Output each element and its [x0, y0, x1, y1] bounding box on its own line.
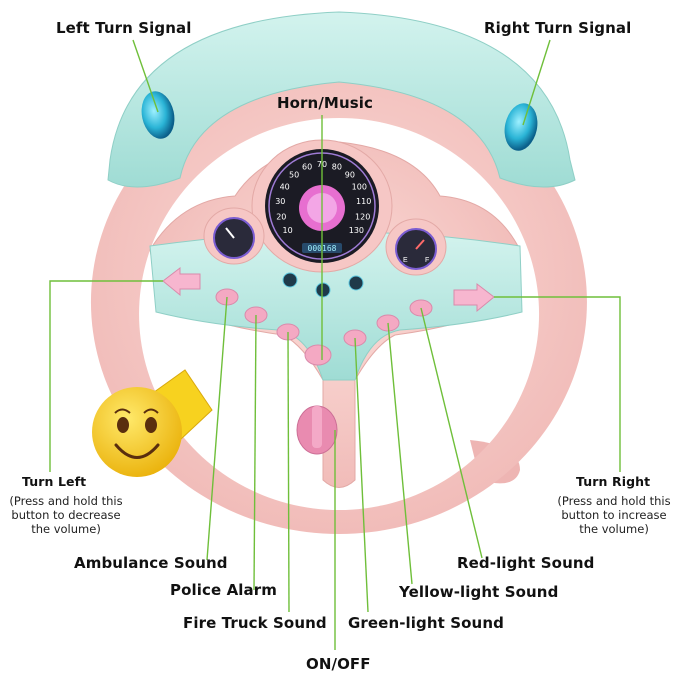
speedometer-tick-label: 60 — [302, 163, 312, 172]
turn-left-note: (Press and hold this button to decrease … — [0, 494, 132, 536]
green-light-sound-label: Green-light Sound — [348, 614, 504, 632]
turn-left-note-line-3: the volume) — [31, 522, 101, 536]
speedometer-tick-label: 30 — [275, 197, 285, 206]
indicator-light-center — [315, 282, 331, 298]
turn-left-arrow-button[interactable] — [162, 266, 201, 297]
fuel-gauge-needle — [415, 239, 425, 250]
indicator-light-right — [348, 275, 364, 291]
smiley-face-knob[interactable] — [92, 387, 182, 477]
left-gauge-needle — [225, 227, 235, 239]
smiley-mouth — [114, 443, 160, 459]
speedometer-tick-label: 120 — [355, 212, 370, 221]
left-turn-signal-label: Left Turn Signal — [56, 19, 192, 37]
right-turn-signal-label: Right Turn Signal — [484, 19, 632, 37]
speedometer-tick-label: 20 — [276, 212, 286, 221]
horn-music-label: Horn/Music — [277, 94, 373, 112]
speedometer-tick-label: 110 — [356, 197, 371, 206]
fuel-gauge-full-mark: F — [425, 257, 429, 264]
turn-right-note-line-2: button to increase — [561, 508, 667, 522]
speedometer-tick-label: 10 — [283, 226, 293, 235]
right-turn-signal-light[interactable] — [500, 100, 541, 154]
turn-left-note-line-1: (Press and hold this — [9, 494, 123, 508]
on-off-knob-grip — [312, 406, 322, 448]
turn-right-note-line-3: the volume) — [579, 522, 649, 536]
center-music-button[interactable] — [304, 344, 332, 366]
fire-truck-sound-label: Fire Truck Sound — [183, 614, 327, 632]
smiley-left-eye — [117, 417, 129, 433]
red-light-sound-label: Red-light Sound — [457, 554, 595, 572]
speedometer-tick-label: 130 — [349, 226, 364, 235]
smiley-right-brow — [143, 408, 159, 414]
speedometer-tick-label: 90 — [345, 171, 355, 180]
turn-right-note: (Press and hold this button to increase … — [549, 494, 679, 536]
leader-lines — [49, 39, 621, 650]
indicator-light-left — [282, 272, 298, 288]
turn-right-arrow-button[interactable] — [453, 282, 495, 313]
speedometer-tick-label: 100 — [352, 183, 367, 192]
police-alarm-label: Police Alarm — [170, 581, 277, 599]
smiley-right-eye — [145, 417, 157, 433]
speedometer-tick-label: 80 — [332, 163, 342, 172]
on-off-label: ON/OFF — [306, 655, 371, 673]
fuel-gauge-empty-mark: E — [403, 257, 408, 264]
speedometer-tick-label: 40 — [280, 183, 290, 192]
turn-right-note-line-1: (Press and hold this — [557, 494, 671, 508]
turn-left-label: Turn Left — [22, 474, 87, 489]
smiley-left-brow — [114, 408, 131, 414]
speedometer-tick-label: 50 — [289, 171, 299, 180]
turn-left-note-line-2: button to decrease — [11, 508, 121, 522]
wheel-top-grip — [107, 11, 576, 188]
left-turn-signal-light[interactable] — [137, 88, 178, 142]
turn-right-label: Turn Right — [576, 474, 651, 489]
ambulance-sound-label: Ambulance Sound — [74, 554, 228, 572]
yellow-light-sound-label: Yellow-light Sound — [399, 583, 559, 601]
